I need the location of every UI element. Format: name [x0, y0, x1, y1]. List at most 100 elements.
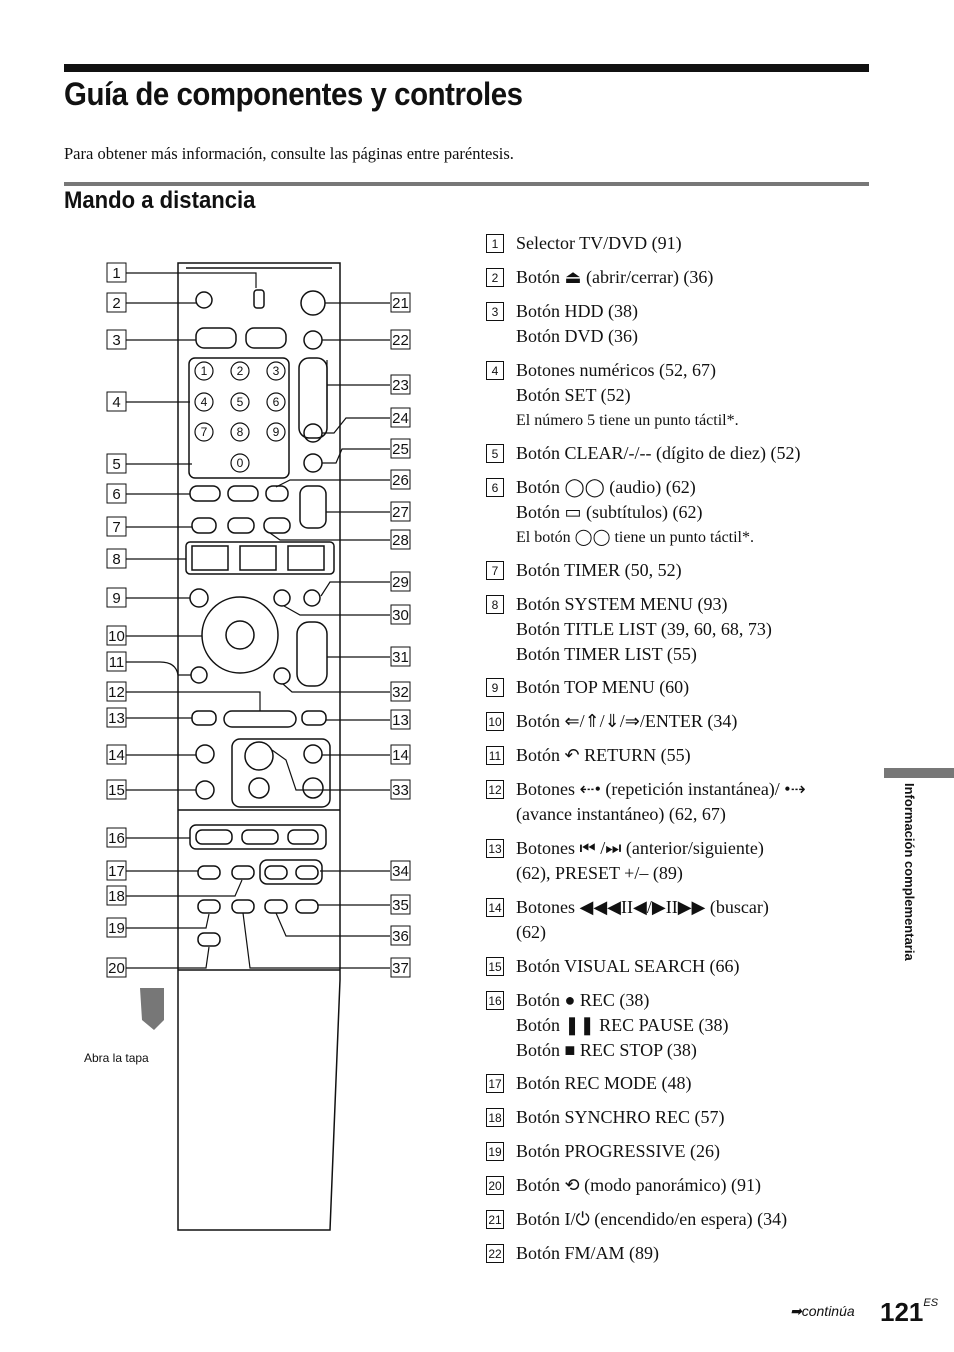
item-text: Botón ⟲ (modo panorámico) (91) [516, 1173, 761, 1198]
item-line: Botón SET (52) [516, 385, 631, 405]
callout-number: 31 [392, 649, 409, 666]
keypad-label: 1 [201, 364, 208, 378]
item-line: Botón REC MODE (48) [516, 1073, 692, 1093]
keypad-button [266, 392, 286, 412]
callout-number: 28 [392, 532, 409, 549]
item-line: (avance instantáneo) (62, 67) [516, 804, 726, 824]
item-line: Botón FM/AM (89) [516, 1243, 660, 1263]
item-number: 21 [486, 1210, 504, 1229]
item-line: Botón CLEAR/-/-- (dígito de diez) (52) [516, 443, 801, 463]
item-line: Botón HDD (38) [516, 301, 638, 321]
list-item: 17 Botón REC MODE (48) [486, 1071, 876, 1096]
item-text: Botón I/⏻ (encendido/en espera) (34) [516, 1207, 787, 1232]
item-line: Botón ↶ RETURN (55) [516, 745, 691, 765]
item-line: Botón TITLE LIST (39, 60, 68, 73) [516, 619, 772, 639]
callout-box [390, 646, 411, 667]
side-tab-bar [884, 768, 954, 778]
item-number: 3 [486, 302, 504, 321]
item-text: Botón REC MODE (48) [516, 1071, 692, 1096]
keypad-label: 7 [201, 425, 208, 439]
callout-box [106, 827, 127, 848]
item-line: Botón ⇐/⇑/⇓/⇒/ENTER (34) [516, 711, 738, 731]
callout-number: 1 [112, 265, 120, 282]
page-title: Guía de componentes y controles [64, 76, 523, 112]
keypad-label: 2 [237, 364, 244, 378]
callout-number: 32 [392, 684, 409, 701]
callout-box [390, 329, 411, 350]
callout-box [106, 707, 127, 728]
callout-number: 22 [392, 332, 409, 349]
item-number: 20 [486, 1176, 504, 1195]
callout-box [106, 917, 127, 938]
callout-number: 33 [392, 782, 409, 799]
callout-box [390, 501, 411, 522]
callout-number: 6 [112, 486, 120, 503]
item-note: El número 5 tiene un punto táctil*. [516, 412, 739, 429]
callout-box [106, 957, 127, 978]
callout-number: 14 [108, 747, 125, 764]
callout-number: 25 [392, 441, 409, 458]
callout-number: 29 [392, 574, 409, 591]
callout-box [106, 744, 127, 765]
item-line: Botones ⇠• (repetición instantánea)/ •⇢ [516, 779, 806, 799]
item-text: Botón ● REC (38)Botón ❚❚ REC PAUSE (38)B… [516, 988, 729, 1063]
callout-box [106, 548, 127, 569]
item-line: Botón ■ REC STOP (38) [516, 1040, 697, 1060]
callout-number: 13 [108, 710, 125, 727]
callout-number: 36 [392, 928, 409, 945]
item-text: Botón FM/AM (89) [516, 1241, 659, 1266]
item-number: 17 [486, 1074, 504, 1093]
item-number: 6 [486, 478, 504, 497]
keypad-button [194, 392, 214, 412]
title-rule [64, 64, 869, 72]
callout-number: 18 [108, 888, 125, 905]
keypad-button [230, 392, 250, 412]
page-number: 121ES [880, 1297, 939, 1327]
item-line: Botón SYNCHRO REC (57) [516, 1107, 725, 1127]
item-text: Botones numéricos (52, 67)Botón SET (52)… [516, 358, 739, 433]
callout-number: 3 [112, 332, 120, 349]
callout-number: 4 [112, 394, 120, 411]
callout-number: 14 [392, 747, 409, 764]
item-line: Botón ⏏ (abrir/cerrar) (36) [516, 267, 714, 287]
item-line: Botón SYSTEM MENU (93) [516, 594, 728, 614]
callout-box [106, 262, 127, 283]
item-number: 8 [486, 595, 504, 614]
item-line: Botón ● REC (38) [516, 990, 650, 1010]
keypad-label: 9 [273, 425, 280, 439]
figure-caption: Abra la tapa [84, 1051, 149, 1065]
keypad-button [266, 422, 286, 442]
list-item: 8 Botón SYSTEM MENU (93) Botón TITLE LIST … [486, 592, 876, 667]
item-number: 12 [486, 780, 504, 799]
item-number: 13 [486, 839, 504, 858]
callout-box [390, 925, 411, 946]
callout-number: 9 [112, 590, 120, 607]
callout-number: 8 [112, 551, 120, 568]
callout-number: 37 [392, 960, 409, 977]
callout-number: 35 [392, 897, 409, 914]
callout-box [390, 438, 411, 459]
keypad-label: 5 [237, 395, 244, 409]
callout-box [106, 292, 127, 313]
item-line: (62), PRESET +/– (89) [516, 863, 683, 883]
callout-number: 10 [108, 628, 125, 645]
callout-box [390, 957, 411, 978]
continue-label: ➡continúa [790, 1303, 855, 1319]
item-number: 9 [486, 678, 504, 697]
item-number: 11 [486, 746, 504, 765]
callout-box [390, 681, 411, 702]
item-line: (62) [516, 922, 546, 942]
callout-box [106, 587, 127, 608]
item-text: Botones ⇠• (repetición instantánea)/ •⇢ (… [516, 777, 806, 827]
callout-box [106, 391, 127, 412]
callout-box [390, 571, 411, 592]
callout-number: 21 [392, 295, 409, 312]
callout-box [106, 453, 127, 474]
